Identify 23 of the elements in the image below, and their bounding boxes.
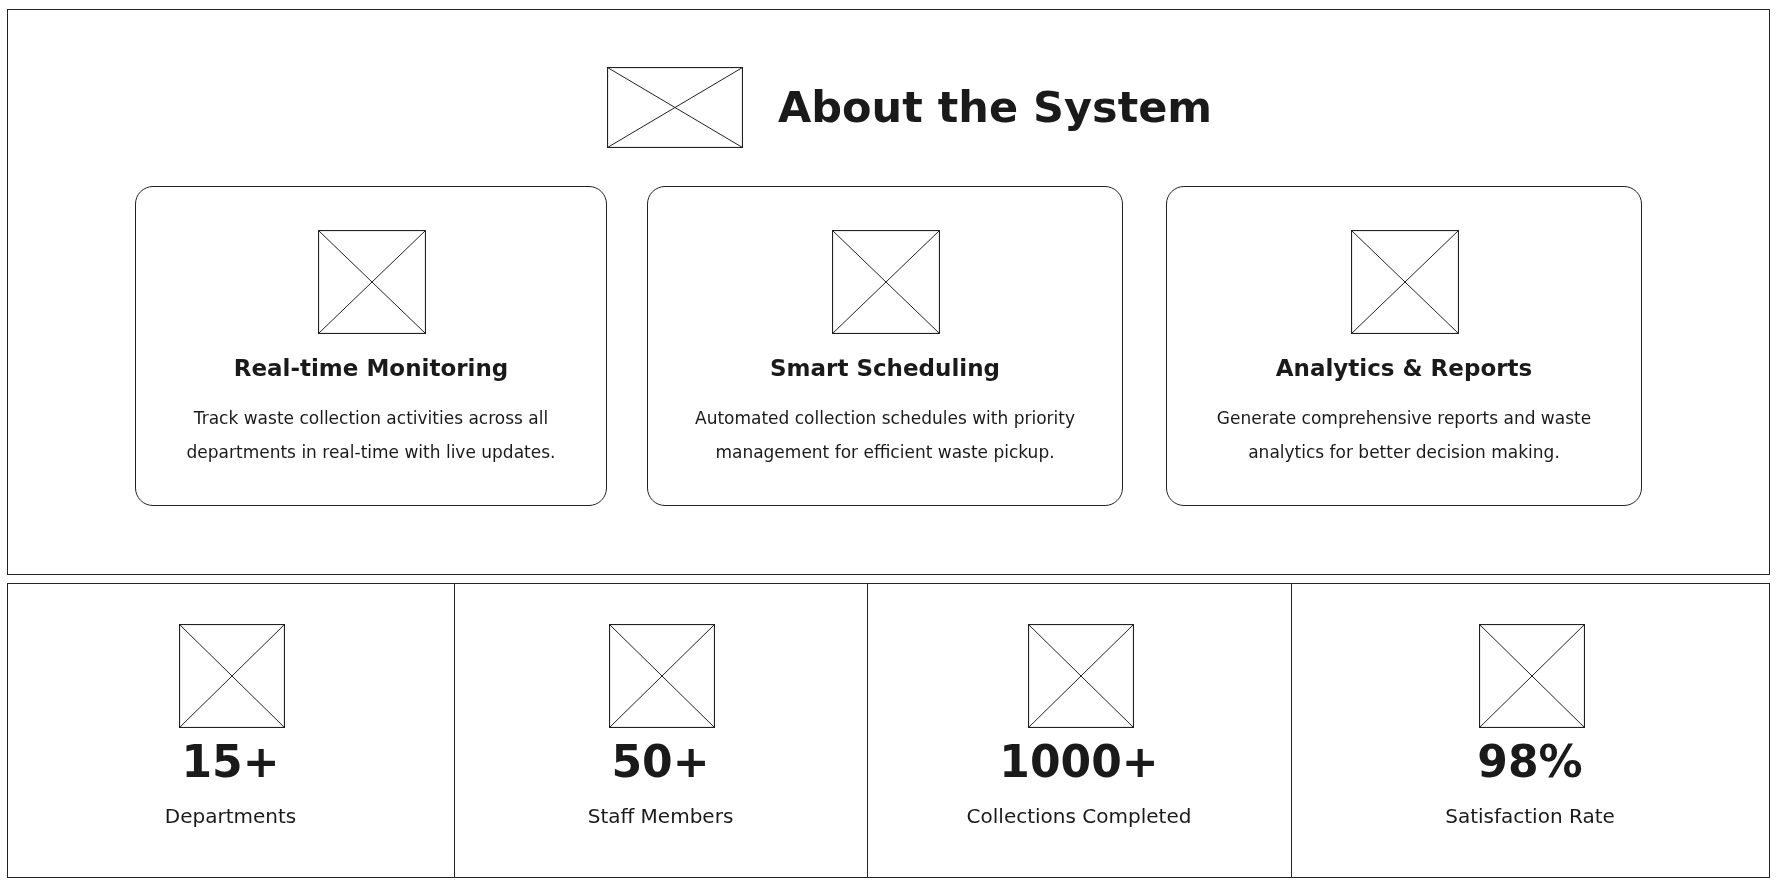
stat-panel [454, 583, 868, 878]
stat-value: 1000+ [998, 736, 1160, 787]
stat-label: Staff Members [586, 804, 735, 828]
stat-label: Satisfaction Rate [1444, 804, 1616, 828]
stat-value: 98% [1476, 736, 1584, 787]
section-heading: About the System [778, 82, 1213, 132]
card-heading: Real-time Monitoring [232, 355, 510, 381]
feature-card [647, 186, 1123, 506]
stat-panel [1291, 583, 1770, 878]
stat-panel [7, 583, 455, 878]
feature-card [135, 186, 607, 506]
feature-card [1166, 186, 1642, 506]
card-heading: Smart Scheduling [769, 355, 1001, 381]
stat-label: Departments [163, 804, 298, 828]
card-description: Automated collection schedules with priority management for efficient waste pickup. [694, 407, 1076, 464]
card-heading: Analytics & Reports [1274, 355, 1534, 381]
card-description: Track waste collection activities across all departments in real-time with live updates. [185, 407, 557, 464]
card-description: Generate comprehensive reports and waste analytics for better decision making. [1215, 407, 1593, 464]
stat-label: Collections Completed [965, 804, 1193, 828]
stat-value: 50+ [610, 736, 711, 787]
section-panel [7, 9, 1770, 575]
stat-panel [867, 583, 1292, 878]
stat-value: 15+ [180, 736, 281, 787]
